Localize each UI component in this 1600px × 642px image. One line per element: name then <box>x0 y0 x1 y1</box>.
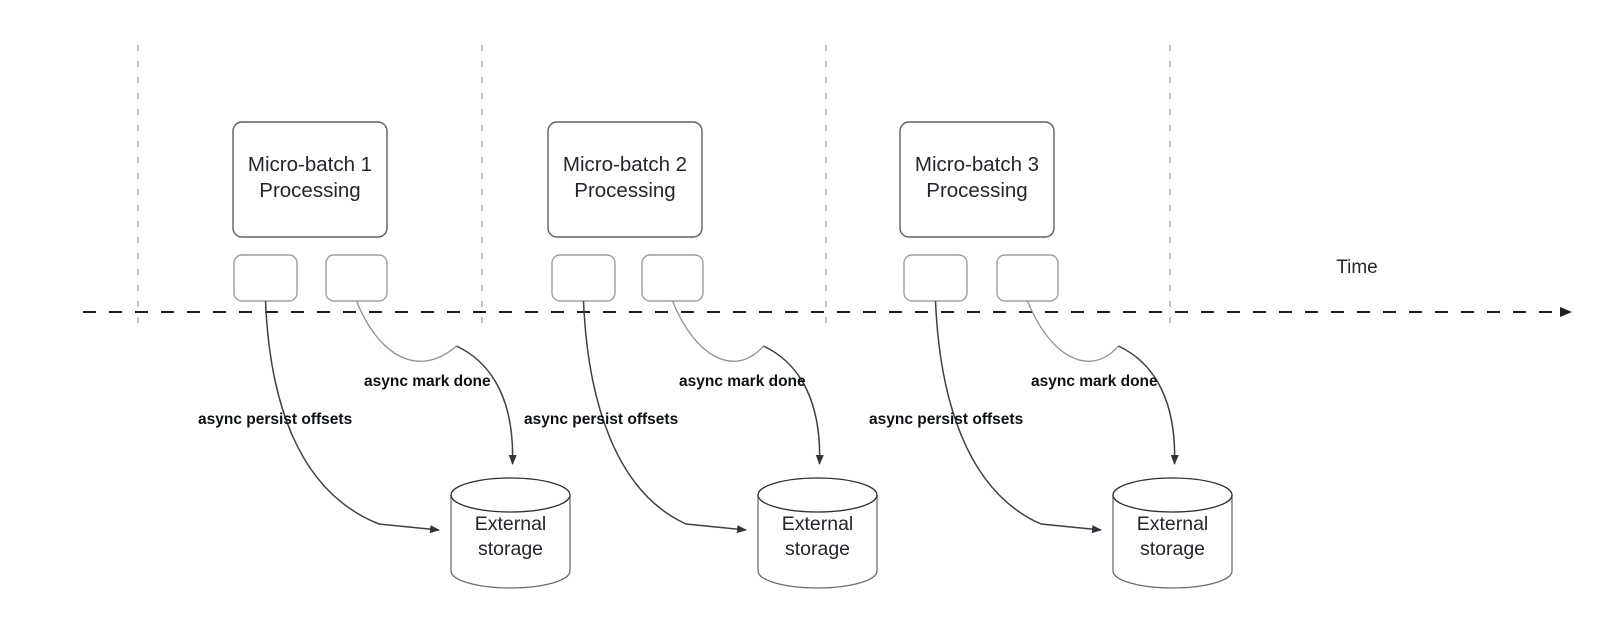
async-mark-done-label: async mark done <box>1031 373 1158 390</box>
persist-offsets-task-box[interactable] <box>551 254 616 302</box>
micro-batch-processing-box[interactable] <box>899 121 1055 238</box>
mark-done-task-box[interactable] <box>325 254 388 302</box>
external-storage-label-line1: External <box>782 513 854 535</box>
external-storage-label-line1: External <box>1137 513 1209 535</box>
external-storage-cylinder[interactable]: External storage <box>1112 477 1233 589</box>
cylinder-top <box>450 477 571 513</box>
persist-offsets-task-box[interactable] <box>233 254 298 302</box>
external-storage-label-line2: storage <box>1140 538 1205 560</box>
async-mark-done-edge-lower <box>1118 345 1179 465</box>
timeline-axis-group: Time <box>83 257 1572 317</box>
external-storage-cylinder[interactable]: External storage <box>757 477 878 589</box>
time-axis-label: Time <box>1336 257 1378 278</box>
cylinder-top <box>1112 477 1233 513</box>
async-mark-done-edge-lower <box>456 345 517 465</box>
mark-done-task-box[interactable] <box>641 254 704 302</box>
cylinder-top <box>757 477 878 513</box>
cylinder-body <box>450 495 571 589</box>
persist-offsets-task-box[interactable] <box>903 254 968 302</box>
async-persist-offsets-label: async persist offsets <box>524 411 678 428</box>
external-storage-label-line2: storage <box>478 538 543 560</box>
cylinder-body <box>757 495 878 589</box>
micro-batch-title-line2: Processing <box>259 179 360 202</box>
async-persist-offsets-edge <box>934 300 1102 534</box>
micro-batch-title-line2: Processing <box>926 179 1027 202</box>
async-mark-done-label: async mark done <box>679 373 806 390</box>
mark-done-task-box[interactable] <box>996 254 1059 302</box>
micro-batch-title-line2: Processing <box>574 179 675 202</box>
external-storage-label-line2: storage <box>785 538 850 560</box>
micro-batch-processing-box[interactable] <box>232 121 388 238</box>
async-persist-offsets-label: async persist offsets <box>869 411 1023 428</box>
micro-batch-title-line1: Micro-batch 3 <box>915 153 1039 176</box>
async-persist-offsets-label: async persist offsets <box>198 411 352 428</box>
async-mark-done-edge-upper <box>671 300 764 362</box>
micro-batch-title-line1: Micro-batch 2 <box>563 153 687 176</box>
async-mark-done-edge-upper <box>1026 300 1119 362</box>
async-persist-offsets-edge <box>264 300 440 534</box>
async-mark-done-edge-lower <box>763 345 824 465</box>
async-mark-done-edge-upper <box>355 300 457 362</box>
cylinder-body <box>1112 495 1233 589</box>
external-storage-label-line1: External <box>475 513 547 535</box>
async-persist-offsets-edge <box>582 300 747 534</box>
micro-batch-title-line1: Micro-batch 1 <box>248 153 372 176</box>
external-storage-cylinder[interactable]: External storage <box>450 477 571 589</box>
micro-batch-processing-box[interactable] <box>547 121 703 238</box>
async-mark-done-label: async mark done <box>364 373 491 390</box>
